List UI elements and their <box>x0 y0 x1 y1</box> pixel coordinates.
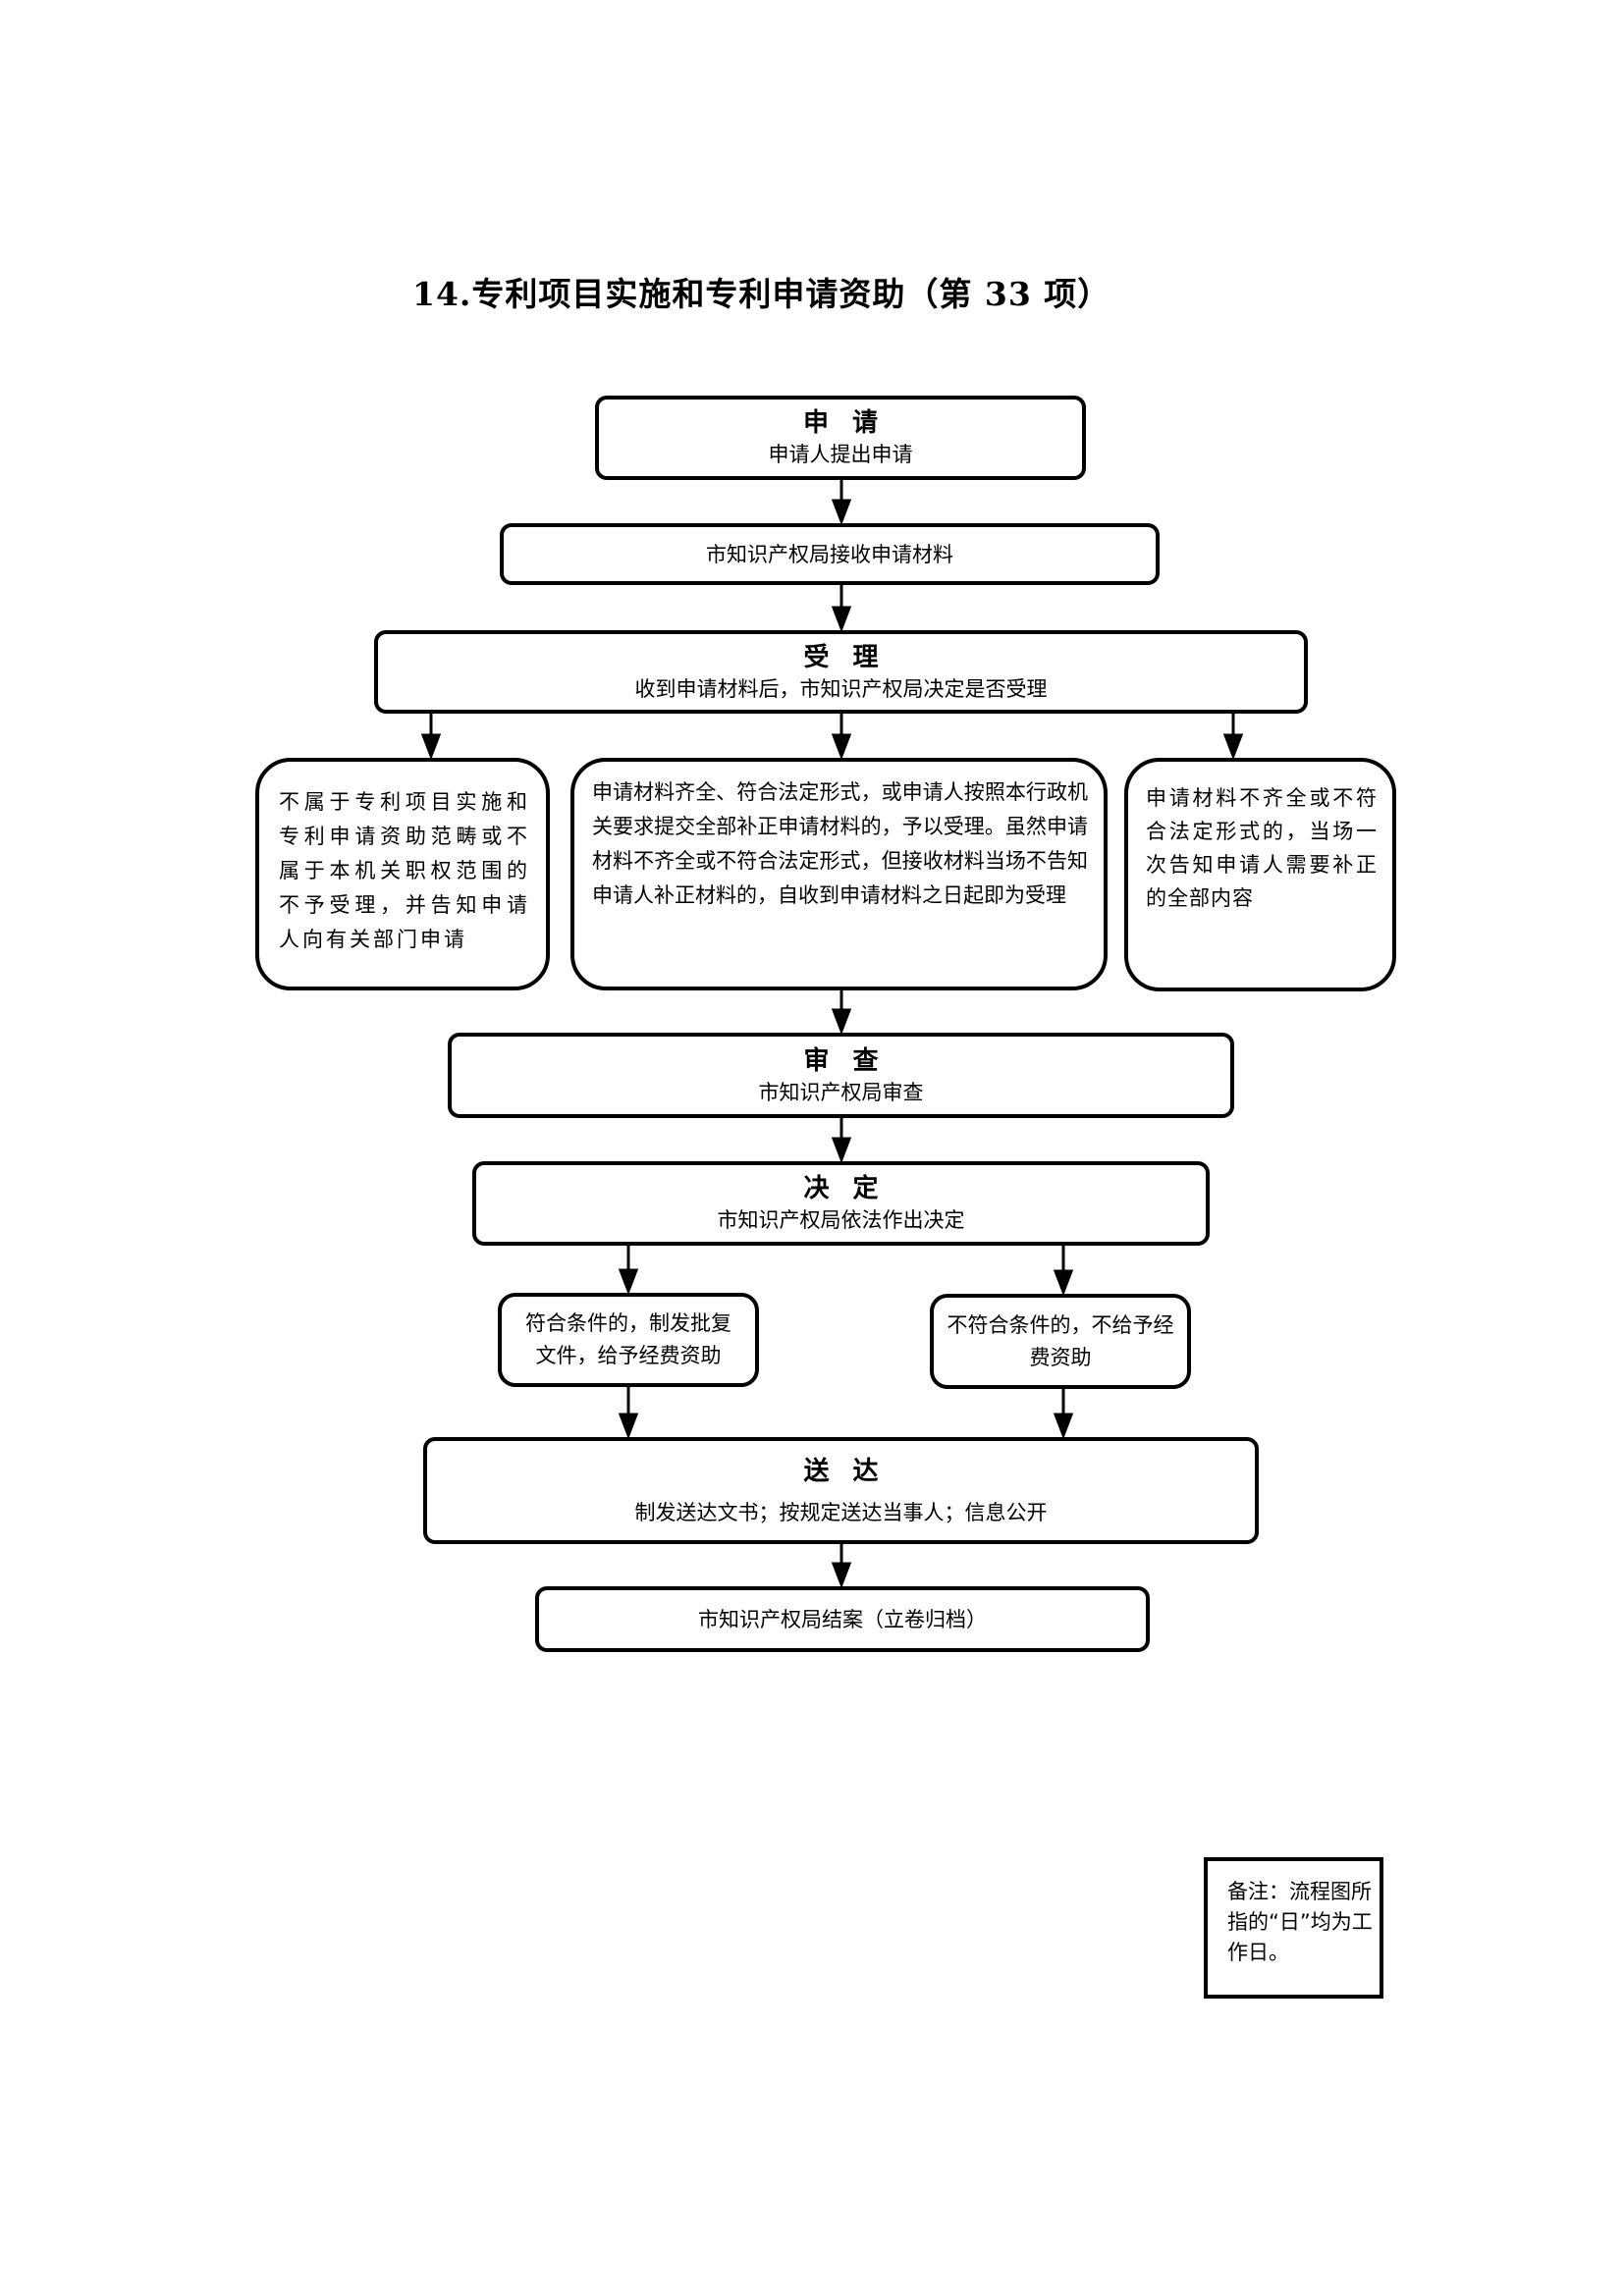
arrowhead <box>831 606 852 633</box>
arrowhead <box>1222 733 1244 761</box>
arrowhead <box>831 1008 852 1036</box>
step-accept-heading: 受理 <box>803 642 902 672</box>
arrowhead <box>831 1562 852 1589</box>
step-decide-heading: 决定 <box>803 1174 902 1203</box>
branch-accepted: 申请材料齐全、符合法定形式，或申请人按照本行政机关要求提交全部补正申请材料的，予… <box>570 758 1108 990</box>
step-review-desc: 市知识产权局审查 <box>758 1080 924 1104</box>
step-accept: 受理 收到申请材料后，市知识产权局决定是否受理 <box>374 630 1308 714</box>
step-archive: 市知识产权局结案（立卷归档） <box>535 1586 1150 1652</box>
arrowhead <box>1053 1269 1074 1297</box>
step-accept-desc: 收到申请材料后，市知识产权局决定是否受理 <box>634 676 1048 701</box>
branch-supplement: 申请材料不齐全或不符合法定形式的，当场一次告知申请人需要补正的全部内容 <box>1124 758 1396 991</box>
step-review-heading: 审查 <box>803 1045 902 1076</box>
branch-supplement-text: 申请材料不齐全或不符合法定形式的，当场一次告知申请人需要补正的全部内容 <box>1146 786 1378 910</box>
branch-reject: 不属于专利项目实施和专利申请资助范畴或不属于本机关职权范围的不予受理，并告知申请… <box>255 758 550 990</box>
step-archive-desc: 市知识产权局结案（立卷归档） <box>698 1607 987 1631</box>
arrowhead <box>1053 1413 1074 1440</box>
step-apply-desc: 申请人提出申请 <box>768 443 913 466</box>
note-text: 备注：流程图所指的“日”均为工作日。 <box>1227 1880 1373 1964</box>
branch-accepted-text: 申请材料齐全、符合法定形式，或申请人按照本行政机关要求提交全部补正申请材料的，予… <box>592 780 1088 907</box>
step-decide: 决定 市知识产权局依法作出决定 <box>472 1161 1210 1246</box>
step-deliver-heading: 送达 <box>803 1456 902 1486</box>
step-deliver: 送达 制发送达文书；按规定送达当事人；信息公开 <box>423 1437 1259 1544</box>
step-receive: 市知识产权局接收申请材料 <box>500 523 1160 585</box>
arrowhead <box>618 1268 639 1296</box>
note-box: 备注：流程图所指的“日”均为工作日。 <box>1204 1857 1383 1999</box>
step-apply-heading: 申请 <box>802 408 901 438</box>
step-receive-desc: 市知识产权局接收申请材料 <box>706 542 953 566</box>
arrowhead <box>831 499 852 526</box>
decide-yes-text: 符合条件的，制发批复文件，给予经费资助 <box>525 1311 731 1367</box>
step-decide-desc: 市知识产权局依法作出决定 <box>717 1208 965 1232</box>
page-title: 14.专利项目实施和专利申请资助（第 33 项） <box>412 275 1111 313</box>
step-apply: 申请 申请人提出申请 <box>595 396 1086 480</box>
step-deliver-desc: 制发送达文书；按规定送达当事人；信息公开 <box>634 1500 1048 1524</box>
arrowhead <box>420 733 442 761</box>
decide-no-text: 不符合条件的，不给予经费资助 <box>947 1312 1174 1369</box>
decide-no: 不符合条件的，不给予经费资助 <box>930 1294 1191 1389</box>
branch-reject-text: 不属于专利项目实施和专利申请资助范畴或不属于本机关职权范围的不予受理，并告知申请… <box>279 790 530 951</box>
decide-yes: 符合条件的，制发批复文件，给予经费资助 <box>498 1293 759 1387</box>
step-review: 审查 市知识产权局审查 <box>448 1033 1234 1118</box>
arrowhead <box>618 1413 639 1440</box>
arrowhead <box>831 733 852 761</box>
arrowhead <box>831 1137 852 1164</box>
